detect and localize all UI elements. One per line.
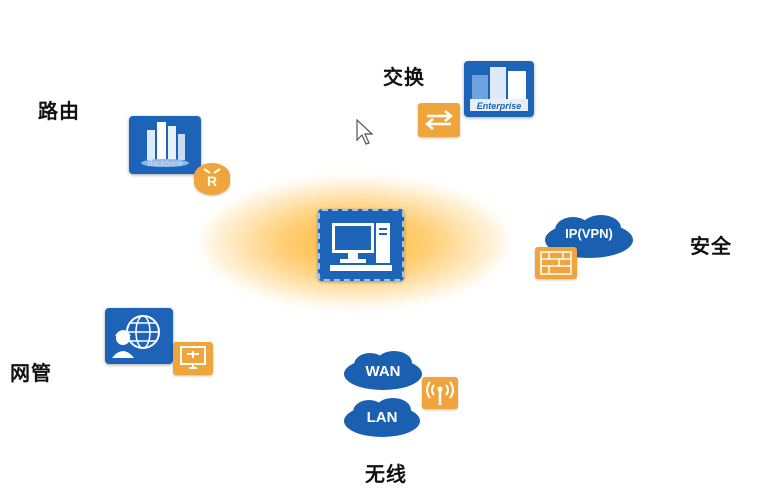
router-letter: R xyxy=(206,173,218,189)
monitor-icon xyxy=(180,346,206,369)
wan-cloud-label: WAN xyxy=(365,363,401,380)
enterprise-caption: Enterprise xyxy=(476,101,522,111)
netmgmt-tile xyxy=(105,308,173,364)
office-buildings-icon xyxy=(470,67,528,111)
label-netmgmt: 网管 xyxy=(10,361,52,385)
label-security: 安全 xyxy=(690,234,732,258)
mouse-cursor-icon xyxy=(356,118,373,145)
router-tile: R xyxy=(194,163,230,195)
switch-arrows-icon xyxy=(425,110,453,130)
lan-cloud-icon xyxy=(344,398,420,437)
enterprise-tile: Enterprise xyxy=(464,61,534,117)
computer-icon xyxy=(330,223,392,271)
lan-cloud-label: LAN xyxy=(366,409,398,426)
label-wireless: 无线 xyxy=(365,462,407,486)
wan-cloud-icon xyxy=(344,351,422,390)
backbone-tile: Backbone xyxy=(129,116,201,174)
firewall-icon xyxy=(540,251,572,275)
label-switching: 交换 xyxy=(383,65,425,89)
globe-operator-icon xyxy=(112,315,160,358)
vpn-cloud-label: IP(VPN) xyxy=(565,226,613,241)
wireless-ap-tile xyxy=(422,377,458,409)
computer-tile xyxy=(318,209,404,281)
router-icon xyxy=(203,168,221,174)
firewall-tile xyxy=(535,247,577,279)
backbone-caption: Backbone xyxy=(147,159,183,168)
wireless-antenna-icon xyxy=(426,381,454,405)
switch-tile xyxy=(418,103,460,137)
label-routing: 路由 xyxy=(38,99,80,123)
monitor-tile xyxy=(173,342,213,375)
buildings-icon xyxy=(141,122,189,167)
